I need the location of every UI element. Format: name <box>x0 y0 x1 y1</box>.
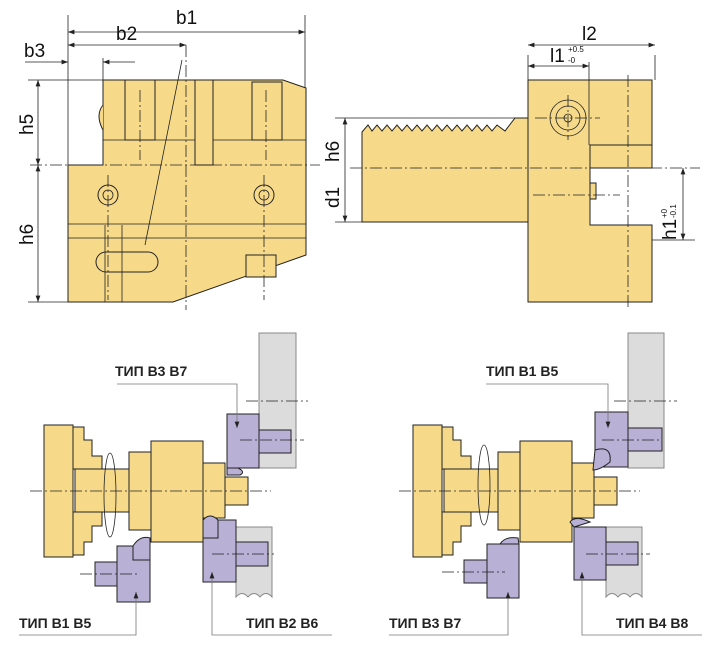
dim-l1-tol-lower: -0 <box>568 56 576 65</box>
dim-b1: b1 <box>176 8 197 29</box>
label-right-top: ТИП B1 B5 <box>486 363 558 379</box>
label-right-bottom-right: ТИП B4 B8 <box>616 615 688 631</box>
dim-d1: d1 <box>323 187 344 208</box>
side-view: l2 l1 +0.5 -0 h6 d1 h1 +0 -0.1 <box>323 24 700 310</box>
scheme-left: ТИП B3 B7 ТИП B1 B5 ТИП B2 B6 <box>19 332 332 636</box>
dim-l1-tol-upper: +0.5 <box>568 45 584 54</box>
label-right-bottom-left: ТИП B3 B7 <box>389 615 461 631</box>
scheme-right: ТИП B1 B5 ТИП B3 B7 ТИП B4 B8 <box>389 332 702 636</box>
dim-h6-right: h6 <box>323 141 344 162</box>
label-left-top: ТИП B3 B7 <box>115 363 187 379</box>
dim-h1: h1 <box>660 219 681 240</box>
dim-l1: l1 <box>550 46 565 67</box>
dim-h1-tol-upper: +0 <box>660 208 669 218</box>
dim-h6-left: h6 <box>17 224 38 245</box>
label-left-bottom-left: ТИП B1 B5 <box>19 615 91 631</box>
dim-b3: b3 <box>24 41 45 62</box>
front-view: b1 b2 b3 h5 h6 <box>17 8 320 310</box>
label-left-bottom-right: ТИП B2 B6 <box>246 615 318 631</box>
dim-b2: b2 <box>116 24 137 45</box>
dim-l2: l2 <box>582 24 597 45</box>
dim-h1-tol-lower: -0.1 <box>669 204 678 218</box>
dim-h5: h5 <box>17 114 38 135</box>
